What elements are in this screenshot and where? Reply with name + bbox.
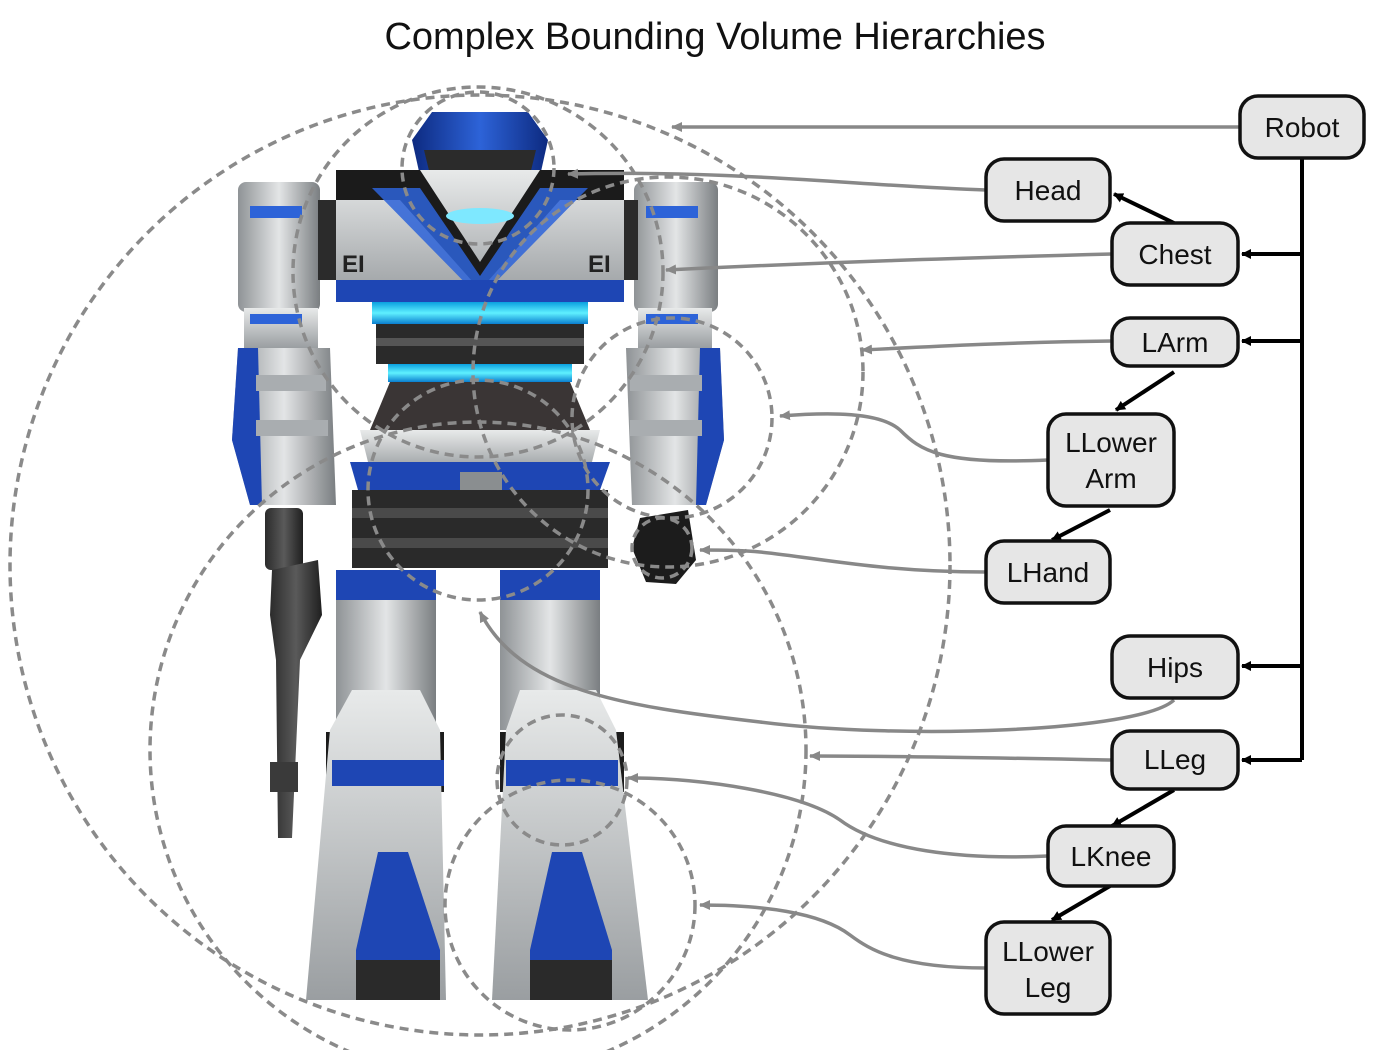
node-llowerarm-label-1: LLower [1065,427,1157,458]
node-llowerleg: LLower Leg [984,920,1112,1016]
node-head-label: Head [1015,175,1082,206]
edge-llowerarm-lhand [1051,508,1111,542]
node-larm-label: LArm [1142,327,1209,358]
volume-connectors [478,122,1240,970]
node-hips-label: Hips [1147,652,1203,683]
robot-chest: EI EI [336,170,624,430]
bounding-volumes [8,85,952,1050]
node-robot-label: Robot [1265,112,1340,143]
node-hips: Hips [1110,634,1240,700]
bounding-volume-lknee [495,713,629,847]
bounding-volume-larm [471,175,865,569]
node-lhand-label: LHand [1007,557,1090,588]
robot-hips [350,430,610,568]
node-llowerleg-label-2: Leg [1025,972,1072,1003]
connector-lhand [699,545,987,574]
robot-right-leg [306,570,446,1000]
robot-left-leg [492,570,648,1000]
node-lleg: LLeg [1110,729,1240,791]
robot-staff [265,508,322,838]
connector-chest [665,252,1113,275]
node-llowerarm-label-2: Arm [1085,463,1136,494]
node-chest: Chest [1110,221,1240,287]
bounding-volume-hips [366,378,590,602]
connector-lleg [809,751,1113,762]
node-lleg-label: LLeg [1144,744,1206,775]
robot-left-arm [616,182,724,584]
connector-head [567,168,987,192]
edge-lleg-lknee [1110,788,1176,828]
hierarchy-nodes: Robot Head Chest LArm LLower Arm LHand H… [984,94,1366,1016]
node-lknee: LKnee [1046,824,1176,888]
bounding-volume-lleg [148,420,808,1050]
robot-illustration: EI EI [232,112,724,1000]
edge-lknee-llowerleg [1050,884,1112,922]
robot-right-arm [232,182,340,505]
node-llowerleg-label-1: LLower [1002,936,1094,967]
svg-text:EI: EI [342,251,365,278]
connector-hips [478,611,1176,734]
edge-larm-llowerarm [1114,370,1176,412]
connector-llowerleg [699,900,987,970]
diagram-title: Complex Bounding Volume Hierarchies [384,16,1046,58]
node-llowerarm: LLower Arm [1046,412,1176,508]
node-larm: LArm [1110,316,1240,368]
node-robot: Robot [1238,94,1366,160]
node-lknee-label: LKnee [1071,841,1152,872]
hierarchy-tree [1050,158,1304,922]
bounding-volume-head [400,90,556,246]
connector-llowerarm [779,410,1049,463]
bounding-volume-lhand [630,516,694,580]
node-head: Head [984,157,1112,223]
svg-text:EI: EI [588,251,611,278]
bounding-volume-chest [291,85,665,459]
connector-larm [861,339,1113,355]
node-lhand: LHand [984,539,1112,605]
bounding-volume-llowerleg [443,778,697,1032]
edge-chest-head [1113,192,1175,225]
connector-lknee [627,773,1049,859]
node-chest-label: Chest [1138,239,1211,270]
bounding-volume-robot [8,93,952,1037]
